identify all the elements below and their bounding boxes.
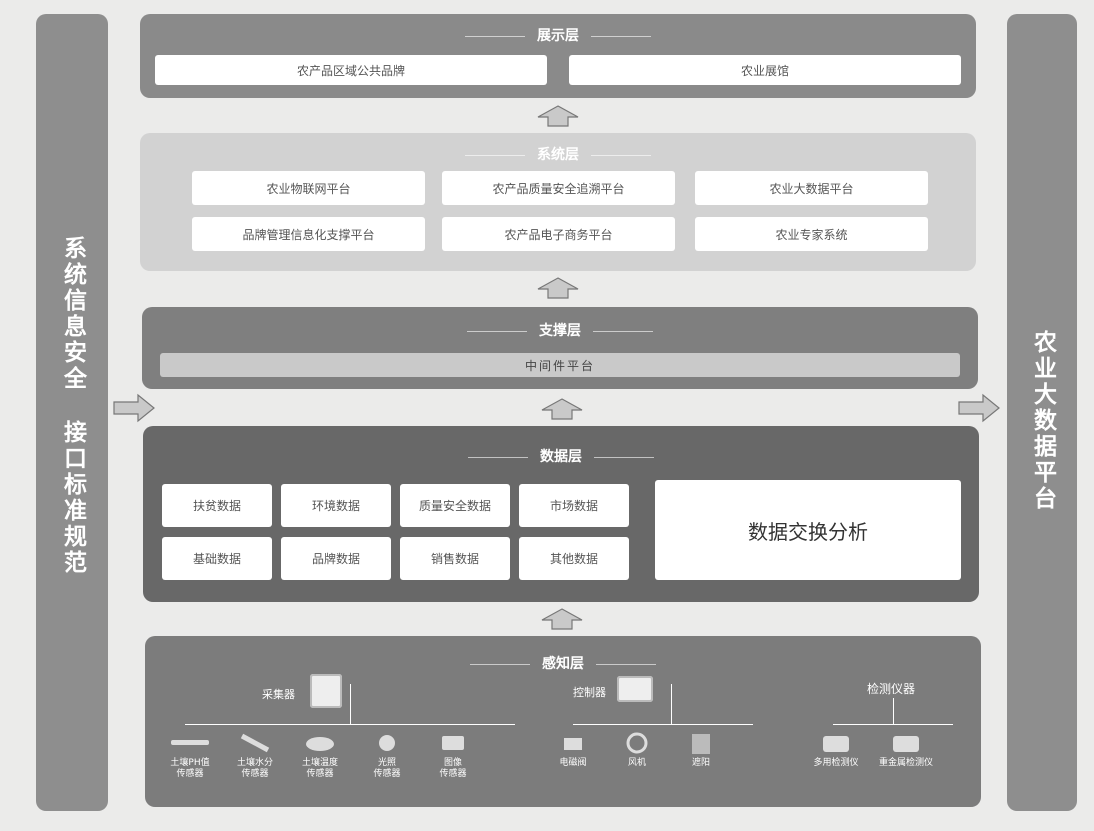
image-sensor: 图像 传感器 <box>423 732 483 780</box>
data-box: 市场数据 <box>519 484 629 527</box>
soil-temp-sensor: 土壤温度 传感器 <box>290 732 350 780</box>
instrument-icon <box>893 736 919 752</box>
perception-layer: 感知层 采集器 控制器 检测仪器 土壤PH值 传感器 土壤水分 传感器 土壤温度… <box>145 636 981 807</box>
system-layer-title: 系统层 <box>140 144 976 164</box>
controller-device-icon <box>617 676 653 702</box>
up-arrow-icon <box>537 277 579 299</box>
data-box: 品牌数据 <box>281 537 391 580</box>
light-sensor: 光照 传感器 <box>357 732 417 780</box>
fan: 风机 <box>607 732 667 769</box>
system-security-label: 系统信息安全 <box>59 236 86 392</box>
perception-layer-title: 感知层 <box>145 653 981 673</box>
right-arrow-icon <box>113 393 155 423</box>
data-box: 基础数据 <box>162 537 272 580</box>
system-box: 农产品电子商务平台 <box>442 217 675 251</box>
data-box: 质量安全数据 <box>400 484 510 527</box>
controller-label: 控制器 <box>573 686 606 699</box>
system-box: 农业物联网平台 <box>192 171 425 205</box>
interface-standard-label: 接口标准规范 <box>59 420 86 576</box>
fan-icon <box>626 732 648 754</box>
system-box: 品牌管理信息化支撑平台 <box>192 217 425 251</box>
actuator-label: 风机 <box>627 758 646 768</box>
data-exchange-analysis: 数据交换分析 <box>655 480 961 580</box>
system-box: 农产品质量安全追溯平台 <box>442 171 675 205</box>
support-layer-title: 支撑层 <box>142 320 978 340</box>
data-box: 其他数据 <box>519 537 629 580</box>
display-layer-title: 展示层 <box>140 25 976 45</box>
sensor-label: 土壤温度 传感器 <box>301 758 338 779</box>
up-arrow-icon <box>541 398 583 420</box>
display-box: 农业展馆 <box>569 55 961 85</box>
support-layer: 支撑层 中间件平台 <box>142 307 978 389</box>
sensor-probe-icon <box>240 733 270 753</box>
collector-device-icon <box>310 674 342 708</box>
data-layer-title: 数据层 <box>143 446 979 466</box>
system-security-column: 系统信息安全 接口标准规范 <box>36 14 108 811</box>
display-box: 农产品区域公共品牌 <box>155 55 547 85</box>
instrument-label: 多用检测仪 <box>813 758 859 768</box>
display-layer: 展示层 农产品区域公共品牌 农业展馆 <box>140 14 976 98</box>
multi-detector: 多用检测仪 <box>801 732 871 769</box>
solenoid-valve: 电磁阀 <box>543 732 603 769</box>
actuator-label: 遮阳 <box>691 758 710 768</box>
camera-icon <box>442 736 464 750</box>
data-box: 环境数据 <box>281 484 391 527</box>
sensor-probe-icon <box>379 735 395 751</box>
valve-icon <box>564 738 582 750</box>
sensor-probe-icon <box>171 740 209 745</box>
shade-icon <box>692 734 710 754</box>
soil-ph-sensor: 土壤PH值 传感器 <box>160 732 220 780</box>
actuator-label: 电磁阀 <box>559 758 587 768</box>
middleware-platform: 中间件平台 <box>160 353 960 377</box>
collector-label: 采集器 <box>262 688 295 701</box>
sensor-label: 图像 传感器 <box>439 758 467 779</box>
data-box: 扶贫数据 <box>162 484 272 527</box>
system-layer: 系统层 农业物联网平台 农产品质量安全追溯平台 农业大数据平台 品牌管理信息化支… <box>140 133 976 271</box>
instrument-label: 重金属检测仪 <box>878 758 933 768</box>
sensor-label: 光照 传感器 <box>373 758 401 779</box>
sensor-label: 土壤水分 传感器 <box>236 758 273 779</box>
system-box: 农业专家系统 <box>695 217 928 251</box>
data-layer: 数据层 扶贫数据 环境数据 质量安全数据 市场数据 基础数据 品牌数据 销售数据… <box>143 426 979 602</box>
soil-moisture-sensor: 土壤水分 传感器 <box>225 732 285 780</box>
up-arrow-icon <box>541 608 583 630</box>
agri-bigdata-label: 农业大数据平台 <box>1029 330 1056 512</box>
right-arrow-icon <box>958 393 1000 423</box>
sensor-probe-icon <box>306 737 334 751</box>
sensor-label: 土壤PH值 传感器 <box>170 758 210 779</box>
data-box: 销售数据 <box>400 537 510 580</box>
heavy-metal-detector: 重金属检测仪 <box>871 732 941 769</box>
up-arrow-icon <box>537 105 579 127</box>
instrument-icon <box>823 736 849 752</box>
system-box: 农业大数据平台 <box>695 171 928 205</box>
agri-bigdata-column: 农业大数据平台 <box>1007 14 1077 811</box>
shade: 遮阳 <box>671 732 731 769</box>
detector-label: 检测仪器 <box>867 682 916 696</box>
